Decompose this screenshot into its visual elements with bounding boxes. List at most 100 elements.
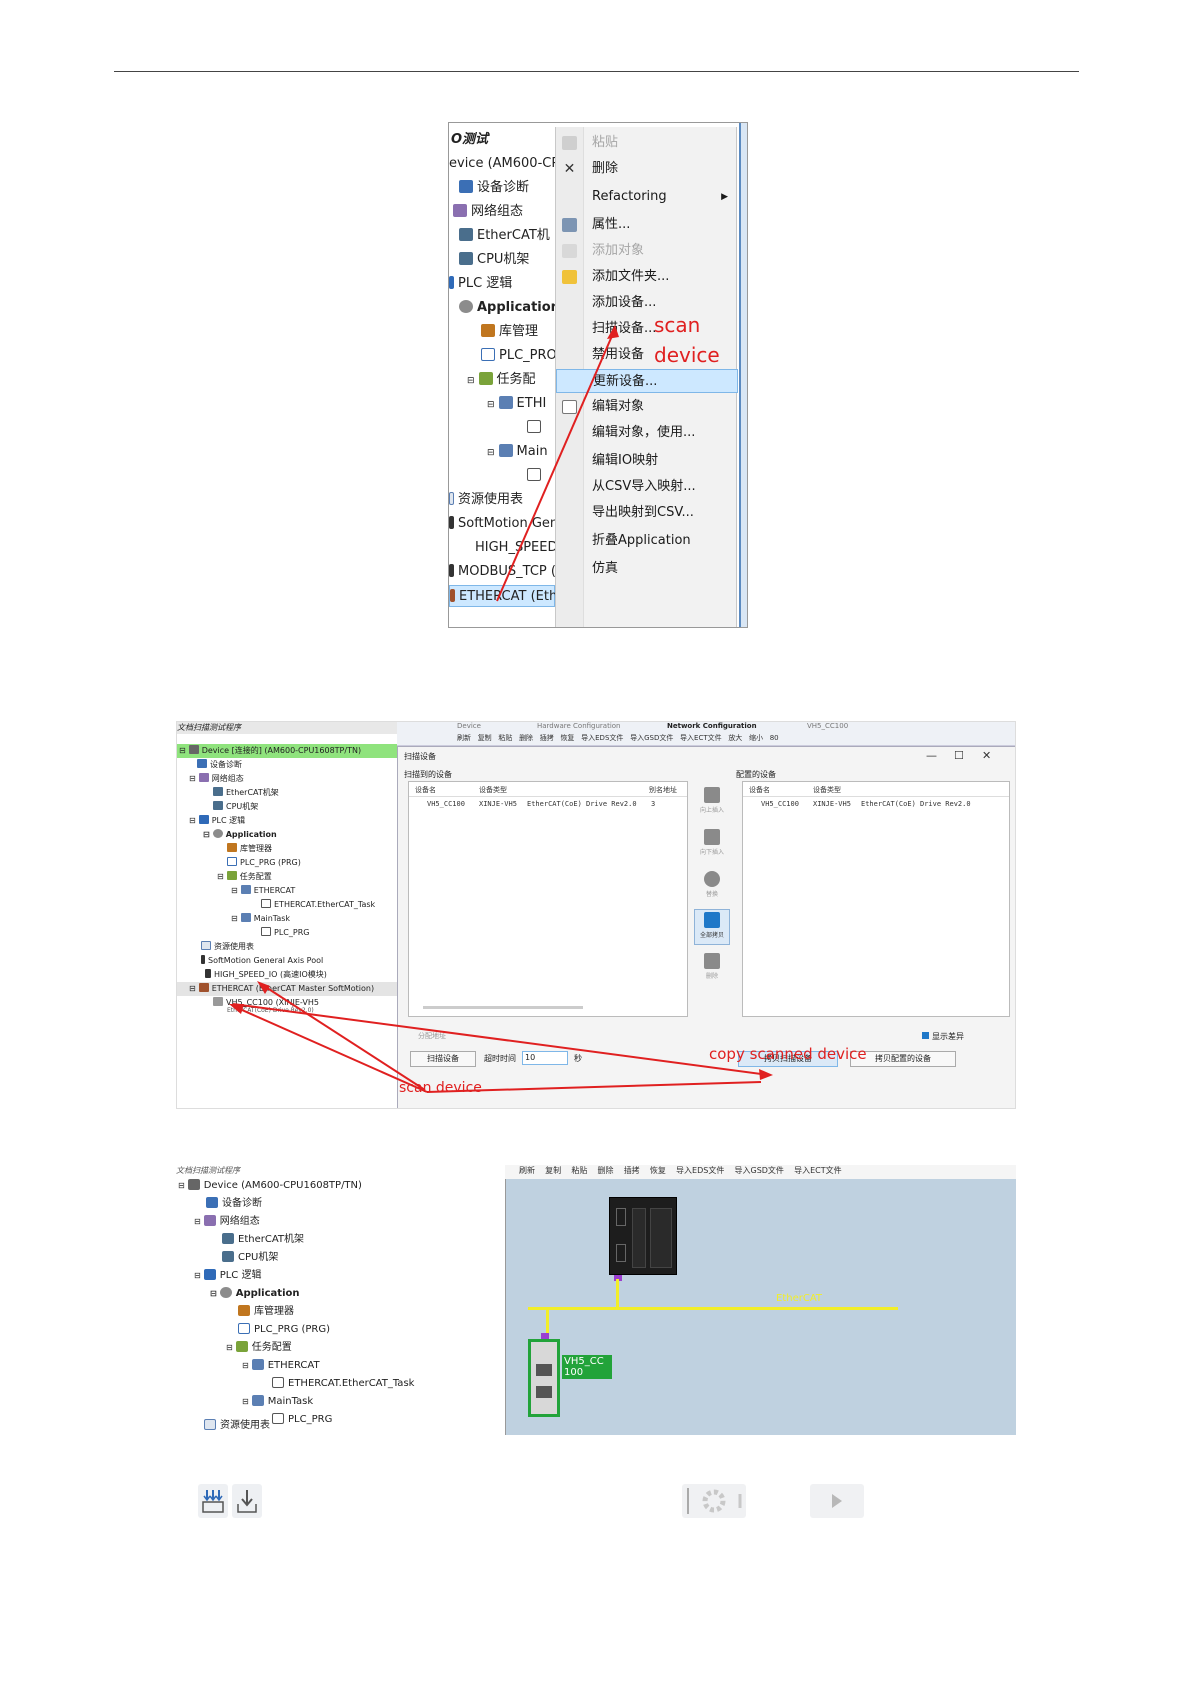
tree-item[interactable]: SoftMotion Gene — [449, 513, 555, 535]
tree-item[interactable]: ⊟PLC 逻辑 — [189, 815, 246, 825]
menu-item-edit-object-with[interactable]: 编辑对象，使用... — [592, 425, 696, 440]
import-eds-button[interactable]: 导入EDS文件 — [581, 734, 624, 742]
tree-item[interactable]: O测试 — [451, 132, 489, 147]
tree-item[interactable]: 网络组态 — [453, 201, 523, 223]
tree-item[interactable]: HIGH_SPEED_IO (高速IO模块) — [205, 968, 327, 982]
menu-item-properties[interactable]: 属性... — [556, 213, 738, 237]
configured-devices-list[interactable]: 设备名 设备类型 VH5_CC100 XINJE-VH5 EtherCAT(Co… — [742, 781, 1010, 1017]
tree-item[interactable]: PLC_PRG — [272, 1411, 332, 1429]
paste-button[interactable]: 粘贴 — [571, 1166, 588, 1175]
delete-device-button[interactable]: 删除 — [694, 951, 730, 987]
vh5-device-label[interactable]: VH5_CC100 — [562, 1355, 612, 1379]
tree-item[interactable]: PLC_PRG (PRG) — [227, 856, 301, 870]
insert-below-button[interactable]: 向下插入 — [694, 827, 730, 863]
tree-item[interactable]: ⊟任务配置 — [226, 1341, 292, 1353]
menu-item-update-device[interactable]: 更新设备... — [556, 369, 738, 393]
tab-hardware[interactable]: Hardware Configuration — [537, 722, 621, 730]
tab-network[interactable]: Network Configuration — [667, 722, 757, 730]
tree-item[interactable]: HIGH_SPEED_ — [475, 540, 555, 555]
tree-item[interactable]: 库管理 — [481, 321, 538, 343]
scan-device-button[interactable]: 扫描设备 — [410, 1051, 476, 1067]
download-icon[interactable] — [232, 1484, 262, 1518]
tree-item[interactable]: ETHERCAT.EtherCAT_Task — [261, 898, 375, 912]
tree-item[interactable]: ⊟网络组态 — [194, 1215, 260, 1227]
tree-item[interactable]: CPU机架 — [213, 800, 258, 814]
refresh-button[interactable]: 刷新 — [457, 734, 471, 742]
import-gsd-button[interactable]: 导入GSD文件 — [734, 1166, 784, 1175]
menu-item-add-folder[interactable]: 添加文件夹... — [556, 265, 738, 289]
network-canvas[interactable]: EtherCAT VH5_CC100 — [505, 1179, 1016, 1435]
tree-item[interactable]: PLC_PRG (PRG) — [238, 1321, 330, 1339]
tree-item[interactable]: PLC_PRG — [261, 926, 309, 940]
tree-item[interactable]: ⊟Application — [210, 1287, 300, 1299]
tree-item[interactable]: PLC 逻辑 — [449, 273, 512, 295]
menu-item-add-device[interactable]: 添加设备... — [592, 295, 657, 310]
restore-button[interactable]: 恢复 — [649, 1166, 666, 1175]
plug-button[interactable]: 插拷 — [539, 734, 554, 742]
menu-item-scan-device[interactable]: 扫描设备... — [592, 321, 657, 336]
menu-item-paste[interactable]: 粘贴 — [556, 131, 738, 155]
copy-configured-device-button[interactable]: 拷贝配置的设备 — [850, 1051, 956, 1067]
tree-item[interactable]: ⊟ETHI — [487, 396, 547, 411]
minimize-icon[interactable]: — — [926, 749, 937, 762]
tree-item-device[interactable]: ⊟Device (AM600-CPU1608TP/TN) — [178, 1179, 362, 1191]
tree-item[interactable]: ⊟ETHERCAT — [242, 1359, 320, 1371]
maximize-icon[interactable]: ☐ — [954, 749, 964, 762]
tree-item[interactable]: EtherCAT机架 — [213, 786, 279, 800]
tree-item[interactable]: EtherCAT机架 — [222, 1231, 304, 1249]
import-ect-button[interactable]: 导入ECT文件 — [794, 1166, 842, 1175]
zoom-out-button[interactable]: 缩小 — [749, 734, 763, 742]
menu-item-collapse-application[interactable]: 折叠Application — [592, 533, 691, 548]
disabled-gear-icon[interactable] — [682, 1484, 746, 1518]
copy-button[interactable]: 复制 — [477, 734, 492, 742]
replace-button[interactable]: 替换 — [694, 869, 730, 905]
copy-all-button[interactable]: 全部拷贝 — [694, 909, 730, 945]
tree-item[interactable]: ⊟网络组态 — [189, 773, 244, 783]
tab-vh5[interactable]: VH5_CC100 — [807, 722, 849, 730]
delete-button[interactable]: 删除 — [519, 734, 534, 742]
assign-address-checkbox[interactable]: 分配地址 — [418, 1032, 446, 1040]
tree-item[interactable]: ETHERCAT.EtherCAT_Task — [272, 1375, 414, 1393]
timeout-input[interactable]: 10 — [522, 1051, 568, 1065]
scanned-devices-list[interactable]: 设备名 设备类型 别名地址 VH5_CC100 XINJE-VH5 EtherC… — [408, 781, 688, 1017]
tree-item[interactable]: 设备诊断 — [459, 177, 529, 199]
tree-item[interactable]: ⊟MainTask — [231, 913, 291, 923]
delete-button[interactable]: 删除 — [597, 1166, 614, 1175]
tree-item-ethercat[interactable]: ⊟ETHERCAT (EtherCAT Master SoftMotion) — [189, 983, 375, 993]
import-eds-button[interactable]: 导入EDS文件 — [676, 1166, 725, 1175]
tree-item[interactable]: MODBUS_TCP (M — [449, 561, 555, 583]
tree-item[interactable]: 库管理器 — [227, 842, 272, 856]
import-gsd-button[interactable]: 导入GSD文件 — [630, 734, 674, 742]
tree-item[interactable]: ⊟ETHERCAT — [231, 885, 296, 895]
tree-item[interactable]: ⊟Main — [487, 444, 548, 459]
import-ect-button[interactable]: 导入ECT文件 — [680, 734, 722, 742]
copy-button[interactable]: 复制 — [545, 1166, 562, 1175]
tree-item[interactable]: CPU机架 — [459, 249, 529, 271]
menu-item-edit-io-mapping[interactable]: 编辑IO映射 — [592, 453, 659, 468]
restore-button[interactable]: 恢复 — [560, 734, 575, 742]
menu-item-export-csv[interactable]: 导出映射到CSV... — [592, 505, 694, 520]
zoom-in-button[interactable]: 放大 — [728, 734, 743, 742]
tree-item-ethercat[interactable]: ETHERCAT (Ethe — [449, 585, 555, 607]
tree-item[interactable]: 设备诊断 — [206, 1195, 262, 1213]
refresh-button[interactable]: 刷新 — [519, 1166, 535, 1175]
paste-button[interactable]: 粘贴 — [498, 734, 513, 742]
tree-item[interactable]: ⊟MainTask — [242, 1395, 314, 1407]
tree-item[interactable]: CPU机架 — [222, 1249, 278, 1267]
tree-item[interactable]: SoftMotion General Axis Pool — [201, 954, 323, 968]
horizontal-scrollbar[interactable] — [423, 1006, 583, 1009]
tree-item[interactable]: ⊟任务配置 — [217, 871, 272, 881]
run-arrow-icon[interactable] — [810, 1484, 864, 1518]
menu-item-refactoring[interactable]: Refactoring▶ — [556, 185, 738, 209]
tree-item[interactable]: 设备诊断 — [197, 758, 242, 772]
configured-row-name[interactable]: VH5_CC100 — [761, 800, 799, 808]
tree-item[interactable] — [527, 417, 545, 439]
tree-item-vh5[interactable]: VH5_CC100 (XINJE-VH5 — [213, 996, 319, 1010]
scanned-row-name[interactable]: VH5_CC100 — [427, 800, 465, 808]
menu-item-import-csv[interactable]: 从CSV导入映射... — [592, 479, 696, 494]
show-diff-checkbox[interactable]: 显示差异 — [922, 1031, 964, 1042]
tree-item[interactable]: 资源使用表 — [204, 1417, 270, 1435]
menu-item-simulation[interactable]: 仿真 — [592, 561, 619, 576]
tree-item[interactable]: Application — [459, 297, 555, 319]
plc-controller-image[interactable] — [609, 1197, 677, 1275]
